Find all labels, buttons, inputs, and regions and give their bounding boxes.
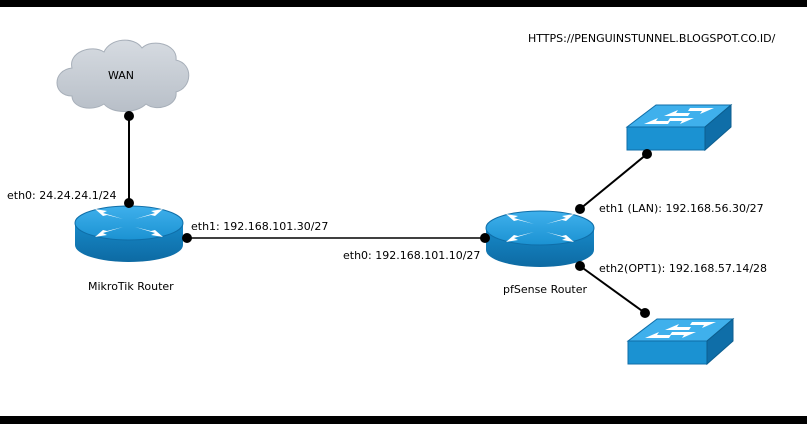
router-icon	[74, 205, 184, 262]
switch-icon	[625, 103, 733, 152]
link-pfsense-switch-opt1	[579, 265, 646, 314]
pfsense-eth0-label: eth0: 192.168.101.10/27	[343, 249, 480, 262]
switch-icon	[626, 317, 735, 366]
mikrotik-eth1-label: eth1: 192.168.101.30/27	[191, 220, 328, 233]
pfsense-eth2-label: eth2(OPT1): 192.168.57.14/28	[599, 262, 767, 275]
link-endpoints	[124, 111, 652, 318]
router-icon	[485, 210, 595, 267]
cloud-icon	[56, 39, 190, 112]
pfsense-eth1-label: eth1 (LAN): 192.168.56.30/27	[599, 202, 764, 215]
mikrotik-router-label: MikroTik Router	[88, 280, 174, 293]
bottom-border	[0, 416, 807, 424]
wan-label: WAN	[108, 69, 134, 82]
mikrotik-eth0-label: eth0: 24.24.24.1/24	[7, 189, 116, 202]
top-border	[0, 0, 807, 7]
links	[128, 116, 648, 314]
pfsense-router-label: pfSense Router	[503, 283, 588, 296]
blog-url-label: HTTPS://PENGUINSTUNNEL.BLOGSPOT.CO.ID/	[528, 32, 776, 45]
link-pfsense-switch-lan	[579, 153, 648, 210]
